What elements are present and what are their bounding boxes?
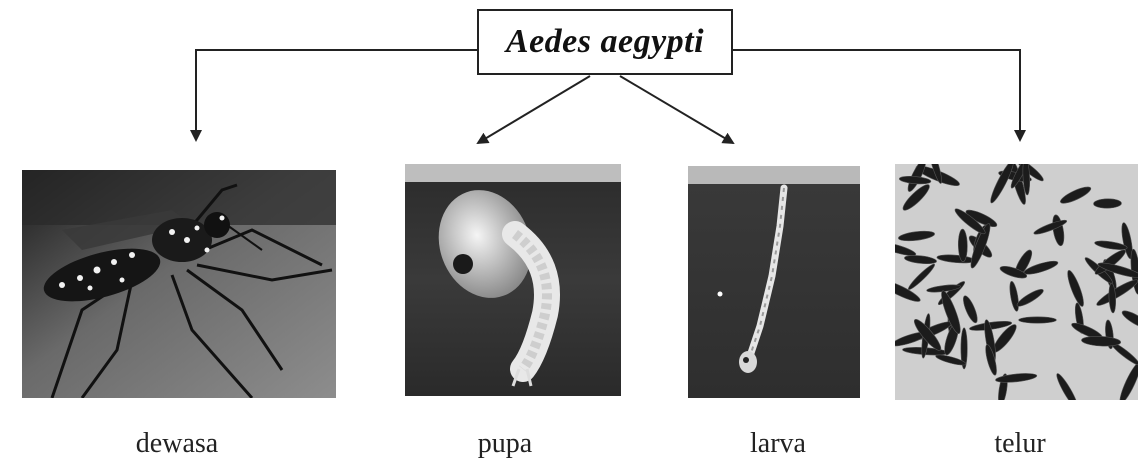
stage-label-larva: larva <box>750 428 806 460</box>
stage-label-dewasa: dewasa <box>136 428 218 460</box>
arrow-to-telur <box>733 50 1020 140</box>
arrow-to-dewasa <box>196 50 477 140</box>
stage-label-pupa: pupa <box>478 428 532 460</box>
title-box: Aedes aegypti <box>477 9 733 75</box>
pupa-photo <box>405 164 621 396</box>
arrow-to-larva <box>620 76 733 143</box>
egg-shape <box>1019 317 1057 323</box>
stage-label-telur: telur <box>994 428 1045 460</box>
larva-photo <box>688 166 860 398</box>
adult-mosquito-photo <box>22 170 336 398</box>
diagram-title: Aedes aegypti <box>506 23 704 61</box>
eggs-photo <box>895 164 1138 400</box>
arrow-to-pupa <box>478 76 590 143</box>
egg-shape <box>1093 199 1121 209</box>
